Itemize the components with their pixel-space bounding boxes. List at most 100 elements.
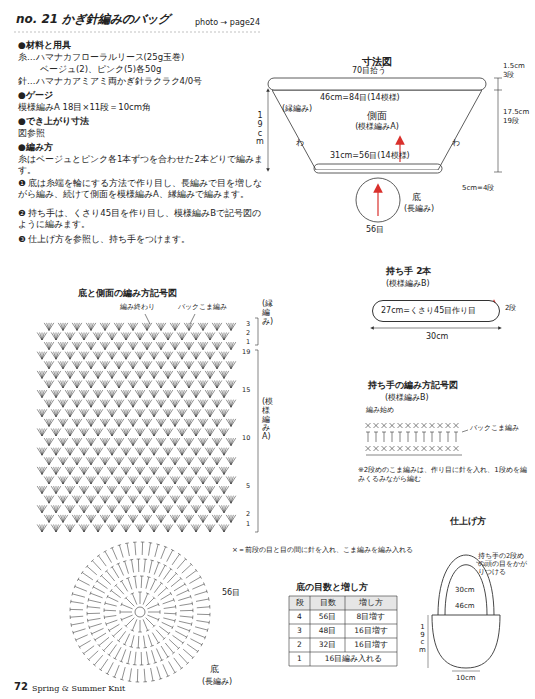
dimension-label: 1.5cm 3段: [503, 62, 531, 80]
row-number: 19: [242, 348, 250, 356]
side-panel: 側面(模様編みA): [272, 90, 482, 170]
table-header: [289, 596, 397, 610]
dimension-line: [372, 328, 500, 329]
text-label: (模様編みB): [385, 393, 429, 403]
dimension-label: 46cm: [455, 602, 475, 611]
text-label: ❸ 仕上げ方を参照し、持ち手をつけます。: [18, 234, 263, 245]
dimension-line: [452, 671, 480, 672]
dimension-line: [428, 615, 429, 668]
row-number: 10: [242, 434, 250, 442]
leader-line: [145, 314, 150, 324]
diagram-heading: 底と側面の編み方記号図: [78, 288, 177, 299]
direction-arrow: [377, 188, 378, 216]
text-label: バックこま編み: [178, 303, 227, 312]
table-cell: 16目編み入れる: [325, 654, 383, 663]
dimension-label: 17.5cm 19段: [503, 108, 531, 126]
bag-outline: [432, 615, 500, 668]
row-number: 1: [246, 338, 250, 346]
page-number: 72: [14, 681, 28, 694]
text-label: 針…ハマナカアミアミ両かぎ針ラクラク4/0号: [18, 76, 202, 87]
table-grid: [289, 596, 397, 666]
text-label: 70目拾う: [352, 66, 386, 76]
dimension-label: 5cm=4段: [462, 184, 494, 193]
text-label: 糸はベージュとピンク各1本ずつを合わせた2本どりで編みます。: [18, 154, 263, 175]
dimension-line: [498, 78, 499, 172]
table-cell: 増し方: [359, 598, 383, 607]
trapezoid-outline: [272, 90, 482, 170]
stitch-symbols: [366, 423, 463, 455]
table-cell: 段: [296, 598, 304, 607]
leader-line: [462, 430, 468, 432]
table-cell: 目数: [320, 598, 336, 607]
text-label: (長編み): [404, 204, 434, 214]
leader-line: [190, 314, 195, 324]
text-label: (縁編み): [282, 104, 312, 114]
dimension-tick: [494, 78, 502, 79]
dimension-label: 46cm=84目(14模様): [320, 93, 400, 103]
section-heading: ●でき上がり寸法: [18, 116, 89, 127]
section-heading: ●材料と用具: [18, 40, 71, 51]
dimension-label: 31cm=56目(14模様): [330, 151, 410, 161]
node-title: 側面: [367, 110, 387, 122]
part-heading: 持ち手 2本: [386, 266, 431, 277]
rule: [14, 32, 260, 33]
row-number: 5: [246, 482, 250, 490]
text-label: (長編み): [202, 677, 232, 687]
table-cell: 1: [297, 654, 302, 663]
note: 持ち手の2段めの頭の目をかがりつける: [478, 552, 530, 576]
text-label: 図参照: [18, 128, 45, 139]
node-subtitle: (模様編みA): [355, 122, 399, 132]
row-number: 15: [242, 386, 250, 394]
table-cell: 48目: [319, 626, 337, 635]
page-title: no. 21 かぎ針編みのバッグ: [16, 12, 170, 27]
page-ref: photo → page24: [195, 18, 260, 28]
dimension-label: 56目: [366, 225, 384, 235]
row-number: 3: [246, 320, 250, 328]
row-number: 2: [246, 329, 250, 337]
text-label: 編み始め: [366, 406, 394, 415]
row-number: 2: [246, 510, 250, 518]
table-title: 底の目数と増し方: [296, 582, 368, 593]
stitch-symbols: [37, 323, 236, 532]
table-cell: 3: [297, 626, 302, 635]
footer: Spring & Summer Knit: [32, 684, 125, 694]
dimension-line: [268, 90, 269, 170]
table-cell: 4: [297, 612, 302, 621]
text-label: 模様編みA 18目×11段＝10cm角: [18, 102, 151, 113]
table-cell: 32目: [319, 640, 337, 649]
base-band: [314, 164, 442, 173]
text-label: バックこま編み: [470, 424, 522, 433]
table-cell: 56目: [319, 612, 337, 621]
bracket: [255, 318, 258, 532]
dimension-label: 19cm: [256, 112, 264, 147]
table-cell: 2: [297, 640, 302, 649]
dimension-tick: [494, 90, 502, 91]
text-label: 糸…ハマナカフローラルリース(25g玉巻): [18, 52, 184, 63]
dimension-tick: [494, 172, 502, 173]
text-label: ベージュ(2)、ピンク(5)各50g: [40, 64, 161, 75]
note: ※2段めのこま編みは、作り目に針を入れ、1段めを編みくるみながら編む: [358, 466, 528, 484]
magic-ring: [135, 607, 145, 617]
stitch-symbols: [70, 542, 210, 682]
text-label: 編み終わり: [120, 303, 155, 312]
dimension-label: 56目: [222, 588, 240, 598]
edging-band: [268, 78, 486, 90]
note: ×＝前段の目と目の間に針を入れ、こま編みを編み入れる: [232, 546, 422, 555]
text-label: (縁編み): [262, 300, 270, 326]
diagram-heading: 持ち手の編み方記号図: [368, 380, 458, 391]
text-label: ❷ 持ち手は、くさり45目を作り目し、模様編みBで記号図のように編みます。: [18, 208, 263, 229]
table-cell: 16目増す: [354, 640, 388, 649]
section-heading: ●編み方: [18, 142, 53, 153]
text-label: ❶ 底は糸端を輪にする方法で作り目し、長編みで目を増しながら編み、続けて側面を模…: [18, 178, 263, 199]
dimension-label: 2段: [505, 304, 516, 313]
table-cell: 8目増す: [357, 612, 386, 621]
text-label: 底: [210, 664, 219, 675]
row-number: 1: [246, 520, 250, 528]
text-label: (模様編みA): [262, 398, 270, 442]
section-heading: ●ゲージ: [18, 90, 53, 101]
node-title: 27cm=くさり45目作り目: [381, 306, 476, 316]
text-label: 底: [412, 192, 421, 203]
dimension-label: 30cm: [426, 332, 448, 342]
table-cell: 16目増す: [354, 626, 388, 635]
dimension-label: 10cm: [456, 674, 476, 683]
